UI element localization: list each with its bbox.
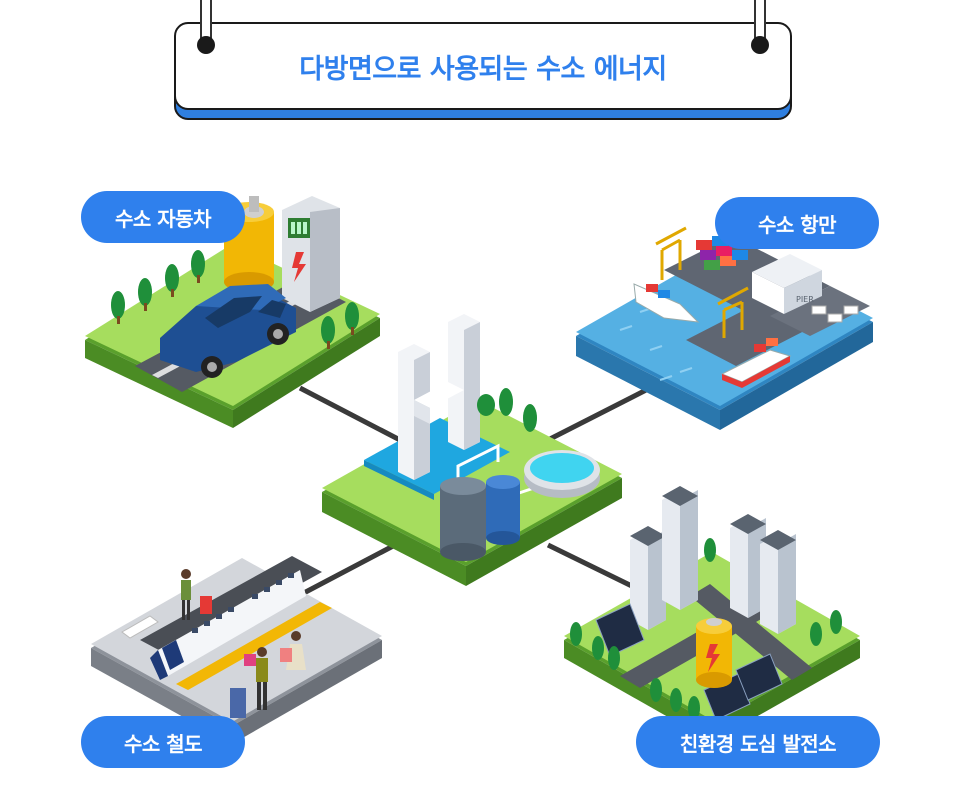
rope-right [754, 0, 766, 44]
pier-sign: PIER [796, 295, 814, 304]
label-eco-city-plant: 친환경 도심 발전소 [636, 716, 880, 768]
rope-knot-right [751, 36, 769, 54]
rope-knot-left [197, 36, 215, 54]
connector-rail [298, 542, 397, 598]
hydrogen-train-icon [91, 556, 382, 744]
connector-port [546, 385, 652, 443]
label-hydrogen-car: 수소 자동차 [81, 191, 245, 243]
hydrogen-port-icon: PIER [576, 226, 873, 430]
label-hydrogen-port: 수소 항만 [715, 197, 879, 249]
title-board-face: 다방면으로 사용되는 수소 에너지 [174, 22, 792, 110]
page-title: 다방면으로 사용되는 수소 에너지 [299, 53, 667, 85]
rope-left [200, 0, 212, 44]
hydrogen-car-icon [85, 196, 380, 428]
connector-plant [546, 542, 642, 593]
fuel-cell-plant-icon [564, 486, 860, 742]
hydrogen-H-plant-icon [322, 314, 622, 586]
title-board: 다방면으로 사용되는 수소 에너지 [174, 22, 792, 120]
label-hydrogen-rail: 수소 철도 [81, 716, 245, 768]
connector-lines [298, 385, 652, 598]
connector-car [298, 385, 402, 443]
